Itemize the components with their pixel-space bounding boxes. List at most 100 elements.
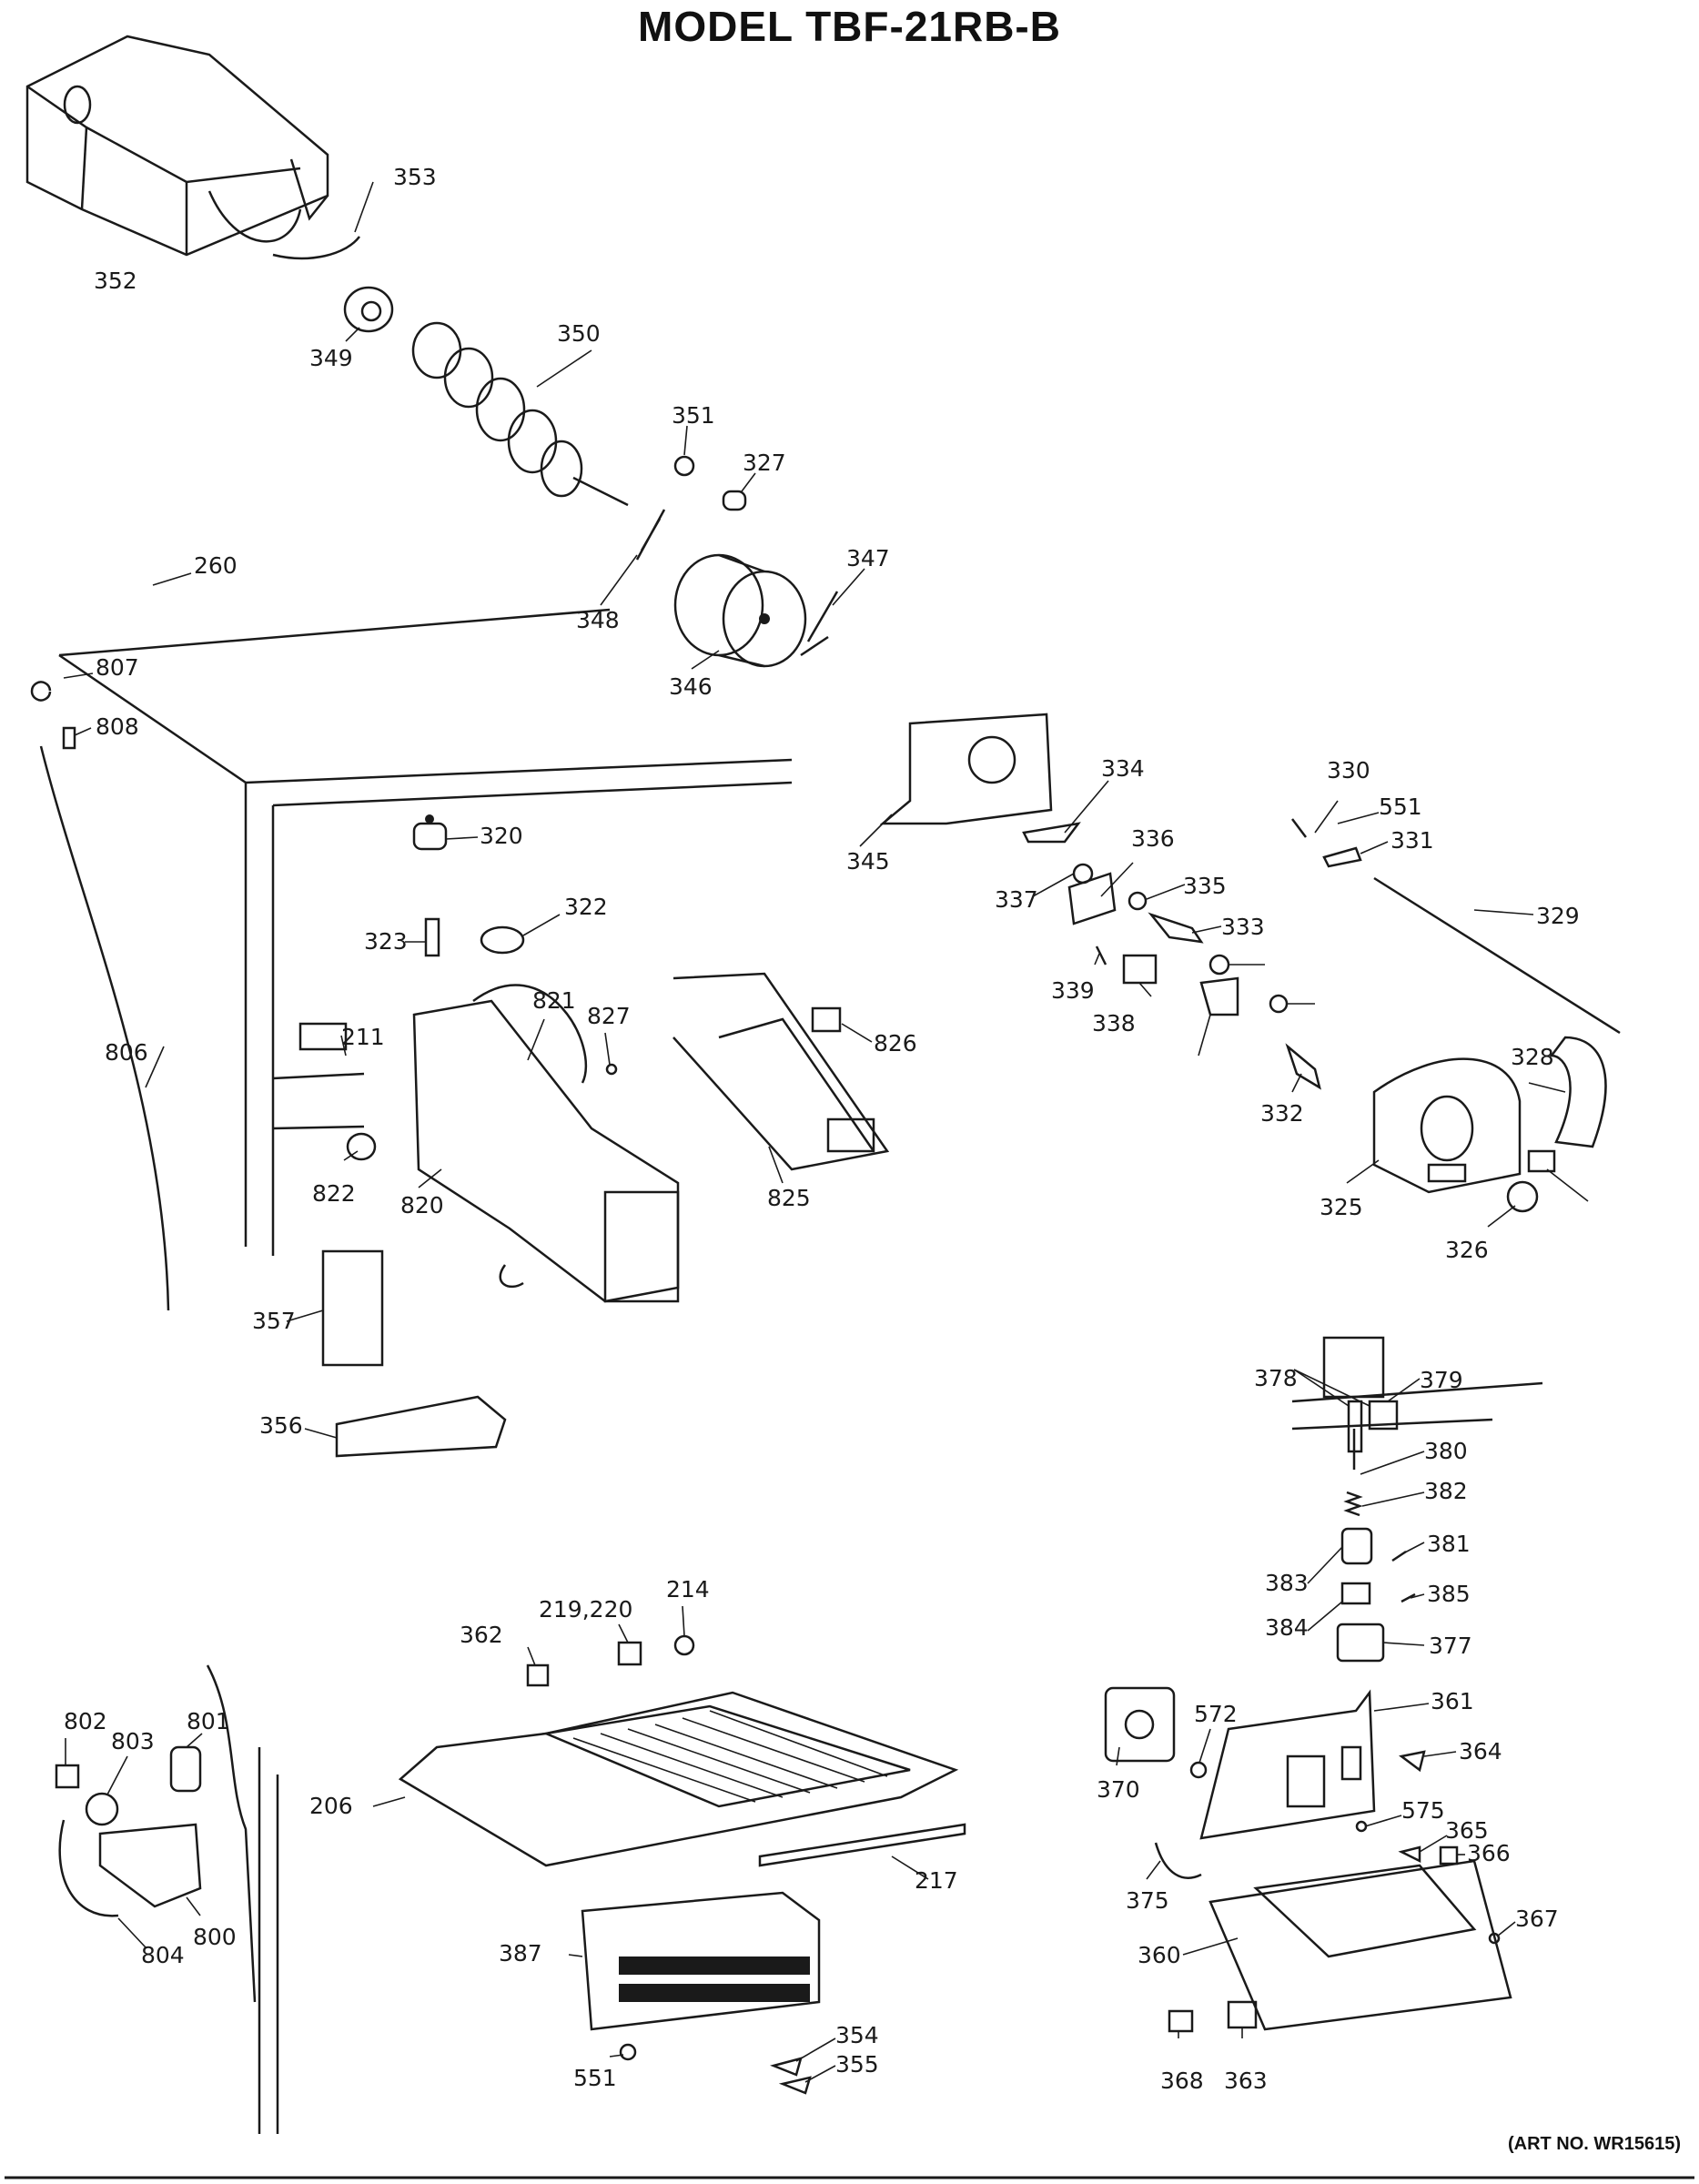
label-206: 206: [309, 1793, 353, 1819]
label-353: 353: [393, 164, 437, 190]
label-339: 339: [1051, 977, 1095, 1004]
part-339: [1095, 945, 1107, 966]
cover-387: [581, 1891, 821, 2031]
part-333: [1148, 912, 1204, 944]
label-382: 382: [1424, 1478, 1468, 1504]
label-357: 357: [252, 1308, 296, 1334]
part-357: [321, 1249, 384, 1367]
part-332: [1285, 1043, 1321, 1090]
label-806: 806: [105, 1039, 148, 1066]
clip-211: [298, 1022, 348, 1051]
label-377: 377: [1429, 1633, 1472, 1659]
label-807: 807: [96, 654, 139, 681]
label-356: 356: [259, 1412, 303, 1439]
label-335: 335: [1183, 873, 1227, 899]
label-211: 211: [341, 1024, 385, 1050]
label-333: 333: [1221, 914, 1265, 940]
pin-323: [424, 917, 440, 957]
rod-329: [1373, 876, 1621, 1035]
part-383: [1340, 1527, 1373, 1565]
label-328: 328: [1511, 1044, 1554, 1070]
part-362: [526, 1663, 550, 1687]
part-366: [1439, 1845, 1459, 1866]
label-320: 320: [480, 823, 523, 849]
part-385: [1401, 1592, 1416, 1603]
label-322: 322: [564, 894, 608, 920]
label-361: 361: [1431, 1688, 1474, 1714]
part-377: [1336, 1623, 1385, 1663]
label-327: 327: [743, 450, 786, 476]
label-323: 323: [364, 928, 408, 955]
label-352: 352: [94, 268, 137, 294]
label-378: 378: [1254, 1365, 1298, 1391]
label-332: 332: [1260, 1100, 1304, 1127]
auger-spring-350: [411, 321, 629, 507]
part-335b: [1269, 994, 1289, 1014]
label-802: 802: [64, 1708, 107, 1734]
label-364: 364: [1459, 1738, 1502, 1764]
label-366: 366: [1467, 1840, 1511, 1866]
part-572: [1189, 1761, 1208, 1779]
label-827: 827: [587, 1003, 631, 1029]
motor-370: [1104, 1686, 1176, 1763]
label-800: 800: [193, 1924, 237, 1950]
part-348: [635, 509, 666, 561]
label-825: 825: [767, 1185, 811, 1211]
part-330: [1291, 818, 1307, 838]
label-380: 380: [1424, 1438, 1468, 1464]
label-326: 326: [1445, 1237, 1489, 1263]
part-328: [1549, 1036, 1607, 1148]
part-327: [722, 490, 747, 511]
part-355: [778, 2076, 812, 2095]
part-219-220: [617, 1641, 642, 1666]
label-214: 214: [666, 1576, 710, 1603]
label-345: 345: [846, 848, 890, 875]
part-368: [1168, 2009, 1194, 2033]
label-387: 387: [499, 1940, 542, 1967]
part-551b: [619, 2043, 637, 2061]
tube-804: [58, 1819, 119, 1917]
label-260: 260: [194, 552, 238, 579]
base-plate-360: [1209, 1859, 1512, 2031]
freezer-wall-curve: [206, 1664, 257, 2003]
label-362: 362: [460, 1622, 503, 1648]
art-number: (ART NO. WR15615): [1507, 2134, 1681, 2154]
disc-322: [480, 925, 525, 955]
label-363: 363: [1224, 2068, 1268, 2094]
label-381: 381: [1427, 1531, 1471, 1557]
label-365: 365: [1445, 1817, 1489, 1844]
label-367: 367: [1515, 1906, 1559, 1932]
label-551b: 551: [573, 2065, 617, 2091]
label-801: 801: [187, 1708, 230, 1734]
part-334: [1022, 822, 1081, 844]
part-375: [1154, 1842, 1202, 1879]
label-348: 348: [576, 607, 620, 633]
label-385: 385: [1427, 1581, 1471, 1607]
label-375: 375: [1126, 1887, 1169, 1914]
label-337: 337: [995, 886, 1038, 913]
part-351: [673, 455, 695, 477]
knob-320: [412, 814, 448, 851]
label-822: 822: [312, 1180, 356, 1207]
label-346: 346: [669, 673, 713, 700]
label-360: 360: [1138, 1942, 1181, 1968]
part-347: [800, 591, 839, 657]
page-title: MODEL TBF-21RB-B: [638, 3, 1061, 50]
bracket-825: [673, 972, 890, 1171]
label-804: 804: [141, 1942, 185, 1968]
part-328b: [1527, 1149, 1556, 1173]
label-820: 820: [400, 1192, 444, 1218]
label-826: 826: [874, 1030, 917, 1057]
bracket-345: [879, 713, 1053, 825]
part-326: [1506, 1180, 1539, 1213]
label-350: 350: [557, 320, 601, 347]
strip-217: [758, 1823, 966, 1867]
part-364: [1399, 1750, 1426, 1773]
label-370: 370: [1097, 1776, 1140, 1803]
part-822: [346, 1132, 377, 1161]
gear-housing-325: [1372, 1057, 1522, 1194]
part-803: [85, 1792, 119, 1826]
part-338: [1122, 954, 1158, 985]
